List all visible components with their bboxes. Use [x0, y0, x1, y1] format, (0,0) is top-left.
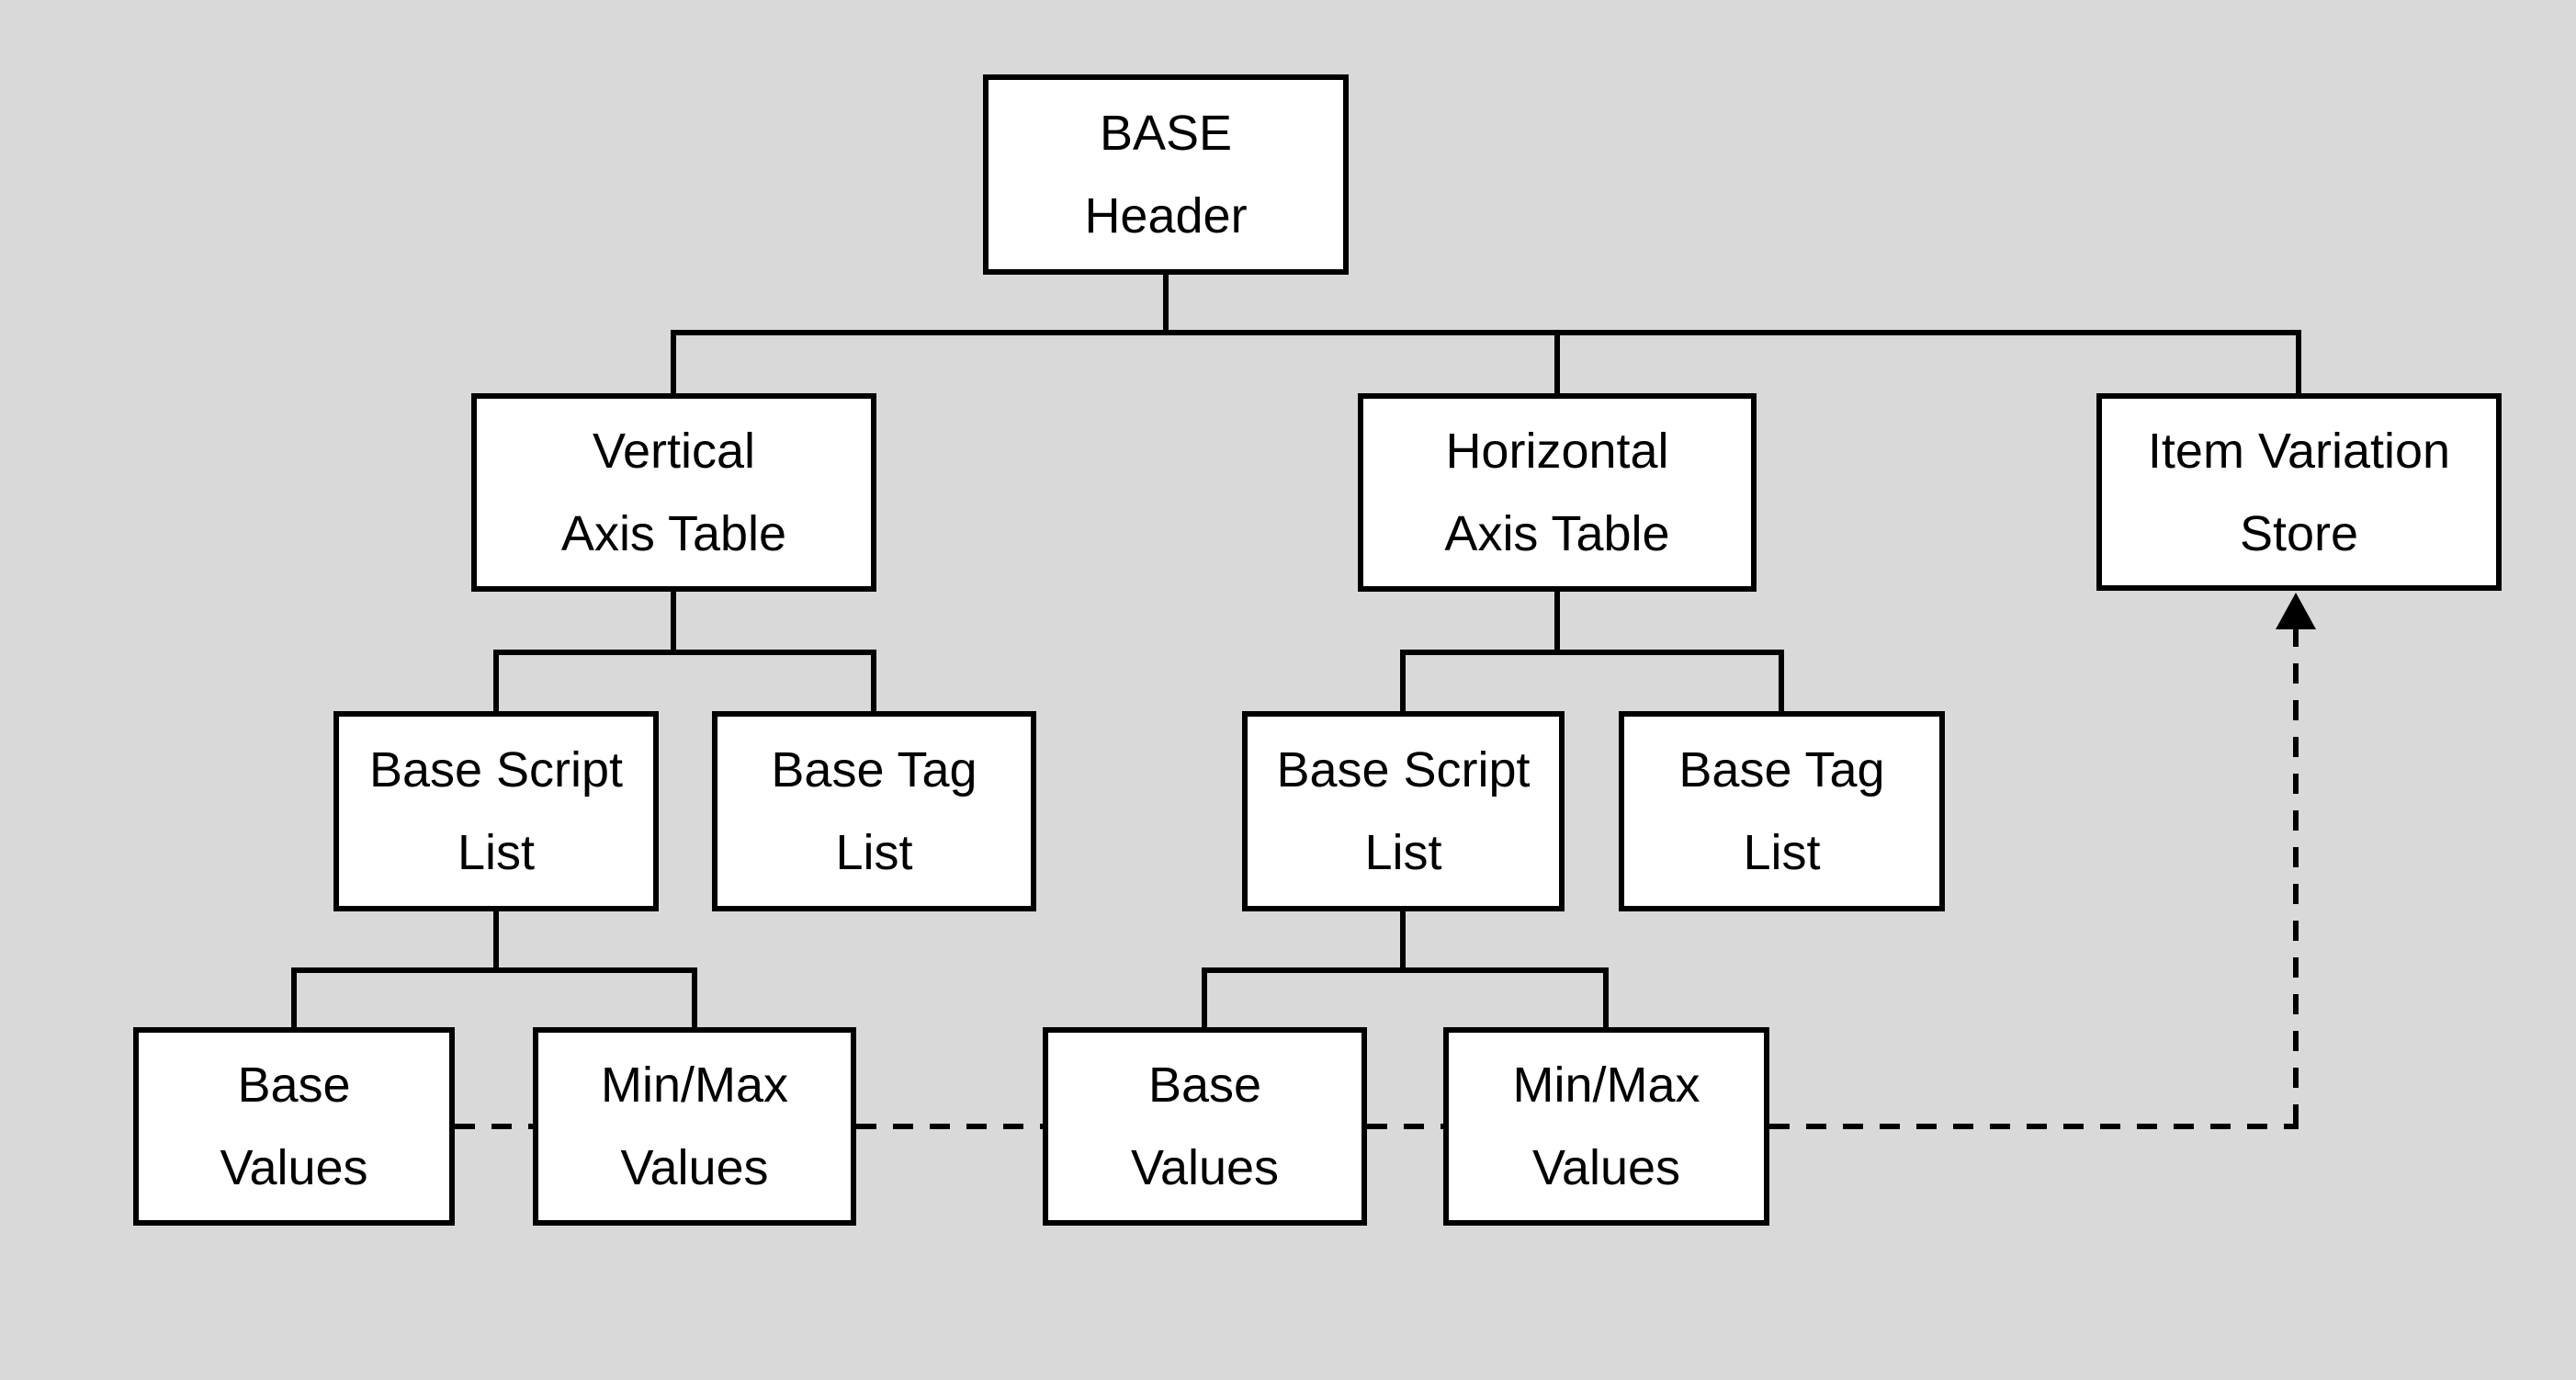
node-base-tag-list-vertical-label: Base Tag List	[771, 742, 977, 880]
node-horizontal-axis-table-label: Horizontal Axis Table	[1444, 424, 1670, 561]
connector-horizontal-axis-drop	[1554, 592, 1560, 655]
connector-riser-vertical-axis	[671, 330, 676, 393]
dashed-link-store-riser	[2293, 627, 2299, 1129]
node-minmax-values-horizontal-label: Min/Max Values	[1512, 1058, 1700, 1195]
node-base-header: BASE Header	[983, 74, 1349, 275]
node-horizontal-axis-table: Horizontal Axis Table	[1358, 393, 1757, 592]
node-base-tag-list-vertical: Base Tag List	[712, 711, 1036, 911]
connector-riser-script-list-v	[493, 650, 499, 711]
connector-base-header-drop	[1163, 275, 1169, 335]
node-minmax-values-horizontal: Min/Max Values	[1443, 1027, 1769, 1226]
connector-riser-tag-list-v	[871, 650, 876, 711]
connector-riser-horizontal-axis	[1554, 330, 1560, 393]
connector-riser-script-list-h	[1400, 650, 1406, 711]
node-item-variation-store: Item Variation Store	[2096, 393, 2502, 591]
connector-script-list-h-drop	[1400, 911, 1406, 973]
dashed-link-minmax-h-to-store	[1769, 1124, 2299, 1129]
node-base-values-horizontal-label: Base Values	[1130, 1058, 1280, 1195]
node-base-values-vertical-label: Base Values	[220, 1058, 368, 1195]
node-base-script-list-horizontal: Base Script List	[1242, 711, 1565, 911]
node-minmax-values-vertical-label: Min/Max Values	[600, 1058, 789, 1195]
node-vertical-axis-table-label: Vertical Axis Table	[560, 424, 787, 561]
connector-vertical-axis-drop	[671, 592, 676, 655]
connector-script-list-h-rail	[1202, 967, 1609, 973]
dashed-link-basevalues-minmax-v	[455, 1124, 533, 1129]
node-base-script-list-vertical-label: Base Script List	[368, 742, 624, 880]
connector-top-rail	[671, 330, 2301, 335]
node-base-tag-list-horizontal-label: Base Tag List	[1678, 742, 1885, 880]
dashed-arrowhead-up-icon	[2276, 593, 2316, 629]
connector-riser-item-variation	[2296, 330, 2301, 393]
node-vertical-axis-table: Vertical Axis Table	[471, 393, 876, 592]
connector-horizontal-axis-rail	[1400, 650, 1784, 655]
connector-riser-tag-list-h	[1779, 650, 1784, 711]
connector-script-list-v-rail	[291, 967, 697, 973]
dashed-link-basevalues-minmax-h	[1367, 1124, 1443, 1129]
node-base-tag-list-horizontal: Base Tag List	[1619, 711, 1945, 911]
node-base-header-label: BASE Header	[1084, 106, 1248, 243]
connector-script-list-v-drop	[493, 911, 499, 973]
node-base-script-list-horizontal-label: Base Script List	[1276, 742, 1531, 880]
connector-riser-minmax-values-v	[692, 967, 697, 1027]
dashed-link-minmax-v-basevalues-h	[856, 1124, 1043, 1129]
node-base-values-horizontal: Base Values	[1043, 1027, 1367, 1226]
connector-vertical-axis-rail	[493, 650, 876, 655]
connector-riser-base-values-h	[1202, 967, 1207, 1027]
node-base-values-vertical: Base Values	[133, 1027, 455, 1226]
node-base-script-list-vertical: Base Script List	[333, 711, 659, 911]
connector-riser-base-values-v	[291, 967, 297, 1027]
node-item-variation-store-label: Item Variation Store	[2147, 423, 2451, 561]
node-minmax-values-vertical: Min/Max Values	[533, 1027, 856, 1226]
connector-riser-minmax-values-h	[1603, 967, 1609, 1027]
